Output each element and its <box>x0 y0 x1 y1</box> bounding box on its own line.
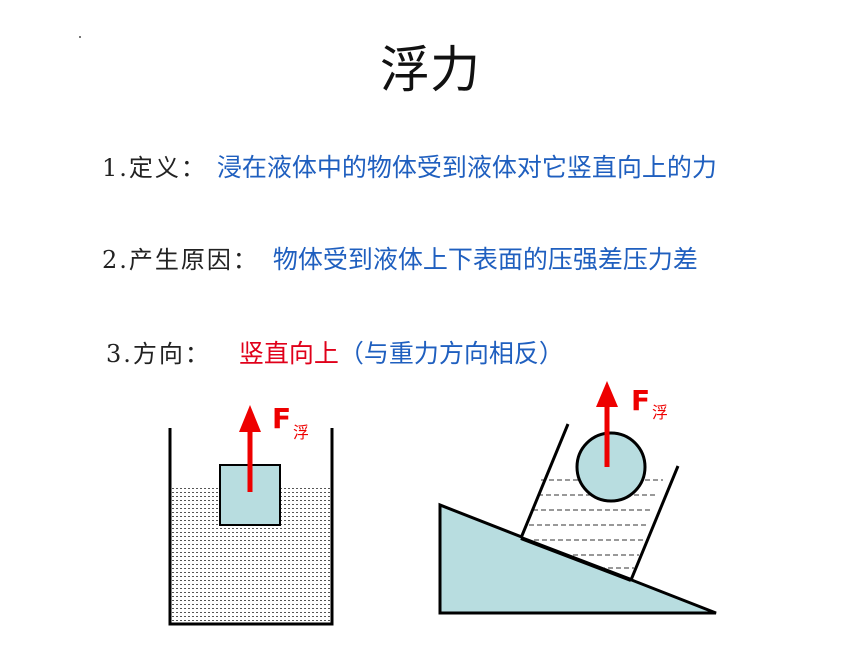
cause-text: 物体受到液体上下表面的压强差压力差 <box>272 245 698 274</box>
force-subscript-2: 浮 <box>652 403 668 422</box>
direction-text-red: 竖直向上 <box>238 339 339 368</box>
direction-label: 3.方向： <box>106 340 211 368</box>
container-left-wall <box>519 423 570 539</box>
definition-line: 1.定义： 浸在液体中的物体受到液体对它竖直向上的力 <box>102 148 717 184</box>
direction-line: 3.方向： 竖直向上（与重力方向相反） <box>106 334 564 370</box>
floating-ball <box>575 431 647 503</box>
beaker <box>168 428 334 626</box>
buoyancy-arrow-head-2 <box>596 381 618 407</box>
definition-label: 1.定义： <box>102 154 207 182</box>
container-right-wall <box>629 465 680 581</box>
definition-text: 浸在液体中的物体受到液体对它竖直向上的力 <box>216 153 717 182</box>
force-symbol-2: F <box>631 384 650 417</box>
cause-label: 2.产生原因： <box>102 246 259 274</box>
incline-figure: F 浮 <box>438 381 717 615</box>
buoyancy-arrow-head <box>239 405 261 432</box>
direction-text-blue: （与重力方向相反） <box>338 339 564 368</box>
container-bottom <box>520 536 632 582</box>
page-title: 浮力 <box>380 41 480 99</box>
beaker-figure: F 浮 <box>168 402 334 626</box>
force-subscript-1: 浮 <box>293 423 309 442</box>
stray-dot <box>79 36 81 38</box>
cause-line: 2.产生原因： 物体受到液体上下表面的压强差压力差 <box>102 240 698 276</box>
force-symbol-1: F <box>272 402 291 435</box>
